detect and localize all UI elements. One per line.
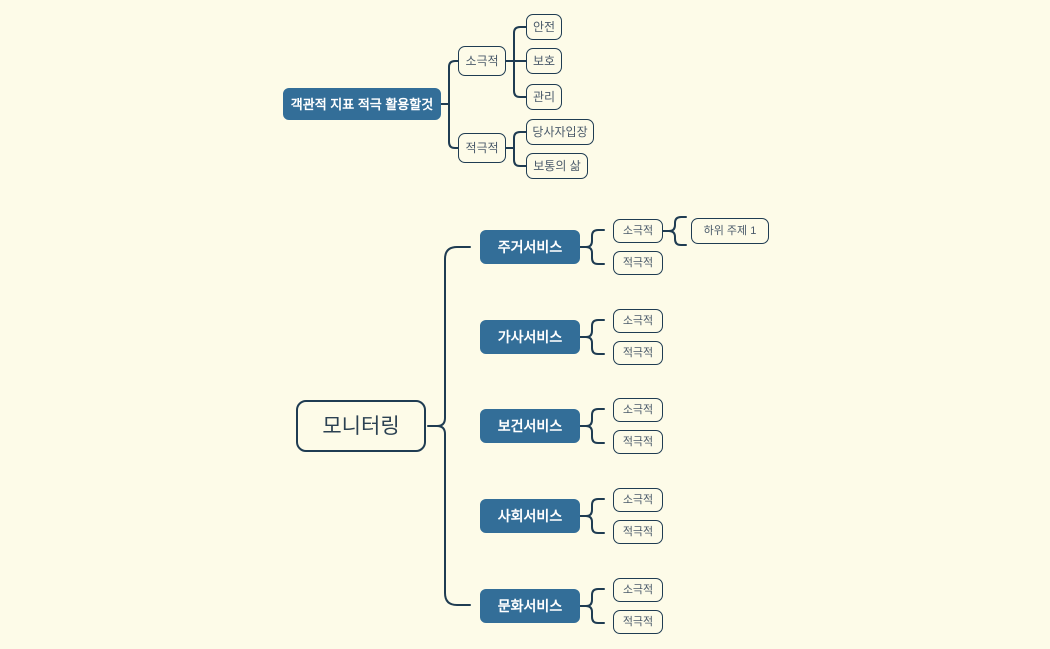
brace-gasa-lower bbox=[585, 336, 605, 355]
brace-main-apex bbox=[427, 246, 471, 427]
service-bogeon-sogeukjeok-label: 소극적 bbox=[622, 403, 654, 416]
service-jugeo-sogeukjeok-subtopic-1[interactable]: 하위 주제 1 bbox=[691, 218, 769, 244]
service-node-munhwa-label: 문화서비스 bbox=[497, 598, 563, 614]
service-bogeon-jeokgeukjeok[interactable]: 적극적 bbox=[613, 430, 663, 454]
central-node-label: 모니터링 bbox=[322, 414, 400, 438]
service-jugeo-jeokgeukjeok-label: 적극적 bbox=[622, 256, 654, 269]
service-node-sahoe[interactable]: 사회서비스 bbox=[480, 499, 580, 533]
service-sahoe-sogeukjeok-label: 소극적 bbox=[622, 493, 654, 506]
service-sahoe-sogeukjeok[interactable]: 소극적 bbox=[613, 488, 663, 512]
edge-jeokgeuk-botong bbox=[513, 147, 527, 167]
service-jugeo-sogeukjeok-label: 소극적 bbox=[622, 224, 654, 237]
upper-branch-jeokgeukjeok[interactable]: 적극적 bbox=[458, 133, 506, 163]
brace-munhwa-lower bbox=[585, 605, 605, 624]
service-jugeo-sogeukjeok[interactable]: 소극적 bbox=[613, 219, 663, 243]
service-munhwa-jeokgeukjeok-label: 적극적 bbox=[622, 615, 654, 628]
service-node-jugeo[interactable]: 주거서비스 bbox=[480, 230, 580, 264]
upper-leaf-anjeon[interactable]: 안전 bbox=[526, 14, 562, 40]
brace-bogeon-lower bbox=[585, 425, 605, 444]
service-node-bogeon-label: 보건서비스 bbox=[497, 418, 563, 434]
service-gasa-sogeukjeok-label: 소극적 bbox=[622, 314, 654, 327]
brace-main-lower bbox=[436, 425, 471, 606]
service-jugeo-sogeukjeok-subtopic-1-label: 하위 주제 1 bbox=[703, 224, 757, 237]
service-bogeon-jeokgeukjeok-label: 적극적 bbox=[622, 435, 654, 448]
upper-leaf-botongui-sam[interactable]: 보통의 삶 bbox=[526, 153, 588, 179]
service-munhwa-sogeukjeok[interactable]: 소극적 bbox=[613, 578, 663, 602]
brace-jugeo-sogeuk-child-lower bbox=[668, 230, 687, 246]
upper-root-node[interactable]: 객관적 지표 적극 활용할것 bbox=[283, 88, 441, 120]
service-bogeon-sogeukjeok[interactable]: 소극적 bbox=[613, 398, 663, 422]
service-gasa-jeokgeukjeok-label: 적극적 bbox=[622, 346, 654, 359]
brace-munhwa bbox=[579, 588, 605, 607]
upper-leaf-boho[interactable]: 보호 bbox=[526, 48, 562, 74]
service-node-jugeo-label: 주거서비스 bbox=[497, 239, 563, 255]
brace-sahoe bbox=[579, 498, 605, 517]
upper-root-label: 객관적 지표 적극 활용할것 bbox=[290, 96, 434, 112]
service-sahoe-jeokgeukjeok[interactable]: 적극적 bbox=[613, 520, 663, 544]
upper-leaf-gwanri-label: 관리 bbox=[532, 90, 556, 104]
upper-branch-sogeukjeok[interactable]: 소극적 bbox=[458, 46, 506, 76]
service-sahoe-jeokgeukjeok-label: 적극적 bbox=[622, 525, 654, 538]
upper-leaf-botongui-sam-label: 보통의 삶 bbox=[533, 159, 581, 173]
edge-trunk-sogeuk bbox=[448, 60, 459, 105]
edge-trunk-jeokgeuk bbox=[448, 103, 459, 149]
brace-jugeo-lower bbox=[585, 246, 605, 265]
upper-leaf-gwanri[interactable]: 관리 bbox=[526, 84, 562, 110]
service-munhwa-jeokgeukjeok[interactable]: 적극적 bbox=[613, 610, 663, 634]
central-node-monitoring[interactable]: 모니터링 bbox=[296, 400, 426, 452]
service-munhwa-sogeukjeok-label: 소극적 bbox=[622, 583, 654, 596]
service-node-gasa-label: 가사서비스 bbox=[497, 329, 563, 345]
service-node-bogeon[interactable]: 보건서비스 bbox=[480, 409, 580, 443]
service-gasa-jeokgeukjeok[interactable]: 적극적 bbox=[613, 341, 663, 365]
upper-branch-jeokgeukjeok-label: 적극적 bbox=[465, 141, 499, 155]
upper-leaf-boho-label: 보호 bbox=[532, 54, 556, 68]
upper-branch-sogeukjeok-label: 소극적 bbox=[465, 54, 499, 68]
brace-sahoe-lower bbox=[585, 515, 605, 534]
edge-sogeuk-anjeon bbox=[513, 26, 527, 62]
brace-jugeo-sogeuk-child bbox=[662, 216, 687, 232]
service-node-munhwa[interactable]: 문화서비스 bbox=[480, 589, 580, 623]
upper-leaf-anjeon-label: 안전 bbox=[532, 20, 556, 34]
brace-bogeon bbox=[579, 408, 605, 427]
edge-jeokgeuk-dangsaja bbox=[513, 131, 527, 149]
upper-leaf-dangsajaipjang[interactable]: 당사자입장 bbox=[526, 119, 594, 145]
brace-jugeo bbox=[579, 229, 605, 248]
upper-leaf-dangsajaipjang-label: 당사자입장 bbox=[532, 125, 588, 139]
service-jugeo-jeokgeukjeok[interactable]: 적극적 bbox=[613, 251, 663, 275]
service-gasa-sogeukjeok[interactable]: 소극적 bbox=[613, 309, 663, 333]
edge-sogeuk-gwanri bbox=[513, 60, 527, 98]
service-node-gasa[interactable]: 가사서비스 bbox=[480, 320, 580, 354]
service-node-sahoe-label: 사회서비스 bbox=[497, 508, 563, 524]
brace-gasa bbox=[579, 319, 605, 338]
